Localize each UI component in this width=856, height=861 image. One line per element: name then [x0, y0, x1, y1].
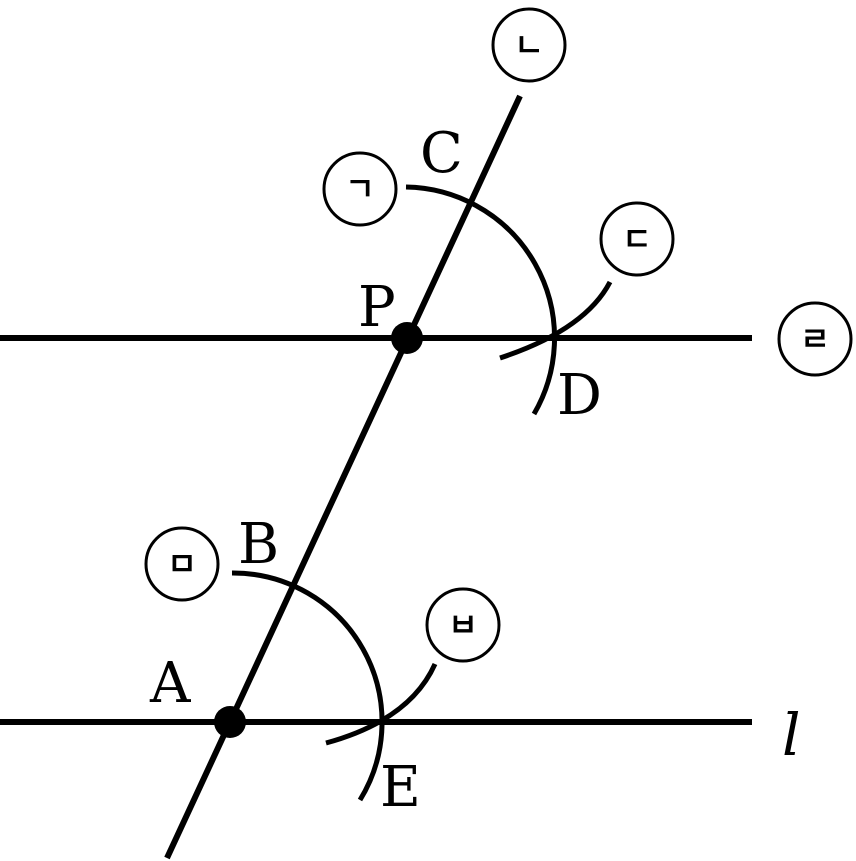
point-a: [214, 706, 246, 738]
label-d: D: [557, 363, 602, 428]
step-marker-2: ㄴ: [491, 7, 567, 83]
step-marker-4: ㄹ: [777, 301, 853, 377]
step-marker-2-text: ㄴ: [514, 26, 543, 64]
step-marker-1-text: ㄱ: [345, 170, 374, 208]
step-marker-5-text: ㅁ: [167, 545, 196, 583]
step-marker-4-text: ㄹ: [800, 320, 829, 358]
step-marker-6: ㅂ: [425, 587, 501, 663]
arc-e-intersection: [325, 662, 438, 746]
step-marker-3-text: ㄷ: [622, 220, 651, 258]
step-marker-1: ㄱ: [322, 151, 398, 227]
label-b: B: [238, 512, 279, 577]
label-c: C: [420, 121, 463, 186]
step-marker-5: ㅁ: [144, 526, 220, 602]
arc-around-a: [231, 570, 385, 802]
label-a: A: [149, 651, 191, 716]
label-e: E: [380, 755, 421, 820]
step-marker-3: ㄷ: [599, 201, 675, 277]
label-line-l: l: [782, 701, 801, 769]
arc-d-intersection: [499, 280, 613, 361]
arc-around-p: [405, 184, 558, 416]
step-marker-6-text: ㅂ: [448, 606, 477, 644]
label-p: P: [358, 275, 396, 340]
point-p: [391, 322, 423, 354]
